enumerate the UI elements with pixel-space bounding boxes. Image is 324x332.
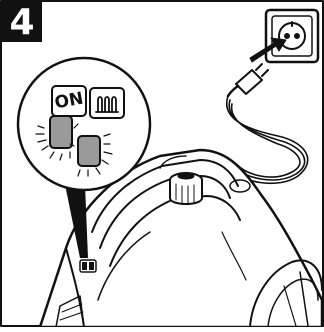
insert-arrow-icon	[250, 38, 286, 62]
power-socket-icon	[266, 10, 318, 62]
step-number-badge: 4	[2, 2, 42, 42]
power-plug	[228, 64, 268, 96]
zoom-callout	[18, 58, 150, 190]
indicator-lamps-on-body	[80, 260, 96, 272]
